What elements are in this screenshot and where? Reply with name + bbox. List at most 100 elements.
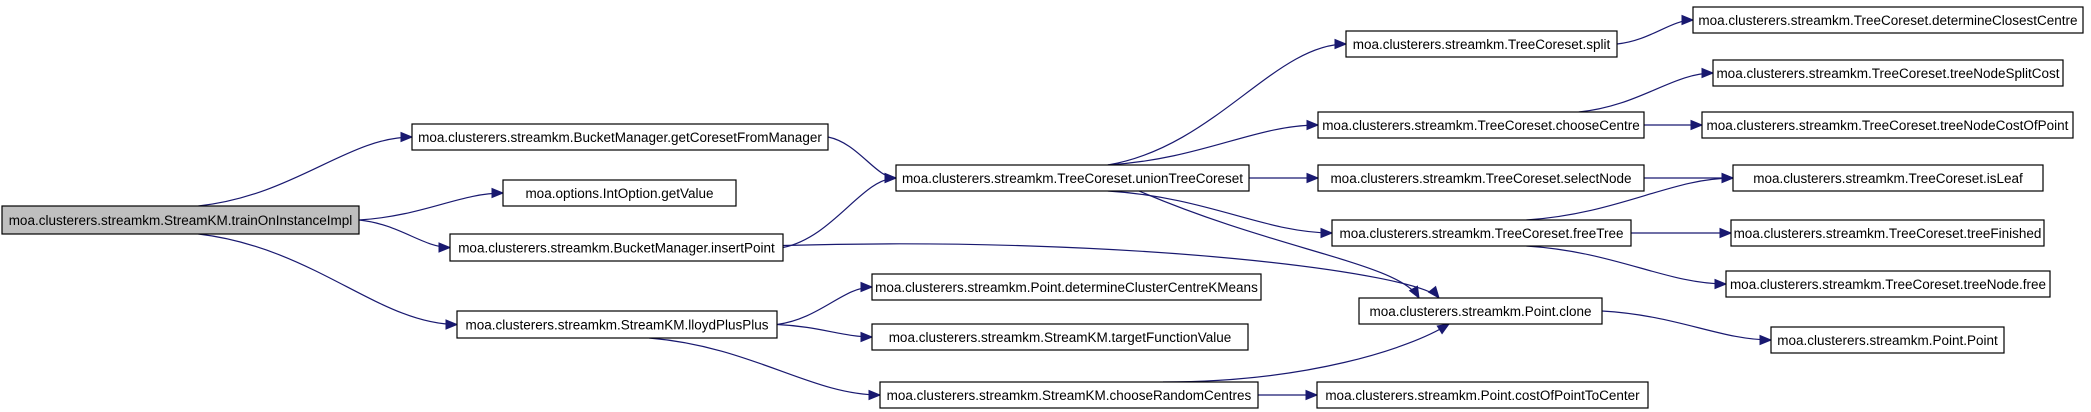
edge-n5-n9 [1107, 38, 1348, 166]
edge-n12-n18 [1526, 172, 1735, 221]
edge-line [1107, 190, 1333, 234]
node-select-node[interactable]: moa.clusterers.streamkm.TreeCoreset.sele… [1317, 164, 1645, 192]
edge-line [782, 243, 1440, 299]
arrowhead-icon [1334, 38, 1348, 50]
edge-n8-n13 [1162, 323, 1451, 383]
arrowhead-icon [1759, 334, 1773, 346]
edge-n13-n21 [1601, 310, 1773, 346]
edge-line [776, 323, 873, 338]
svg-text:moa.clusterers.streamkm.Bucket: moa.clusterers.streamkm.BucketManager.in… [458, 241, 775, 256]
node-insert-point[interactable]: moa.clusterers.streamkm.BucketManager.in… [449, 233, 784, 262]
arrowhead-icon [860, 331, 874, 343]
nodes-layer: moa.clusterers.streamkm.StreamKM.trainOn… [1, 6, 2084, 409]
node-choose-random-centres[interactable]: moa.clusterers.streamkm.StreamKM.chooseR… [879, 381, 1259, 409]
node-determine-cluster-centre-kmeans[interactable]: moa.clusterers.streamkm.Point.determineC… [871, 273, 1262, 301]
node-determine-closest-centre[interactable]: moa.clusterers.streamkm.TreeCoreset.dete… [1692, 6, 2084, 34]
edge-line [1601, 310, 1772, 341]
edge-line [827, 136, 897, 179]
node-target-function-value[interactable]: moa.clusterers.streamkm.StreamKM.targetF… [871, 323, 1249, 351]
svg-text:moa.clusterers.streamkm.TreeCo: moa.clusterers.streamkm.TreeCoreset.unio… [902, 171, 1243, 186]
node-point-clone[interactable]: moa.clusterers.streamkm.Point.clone [1358, 297, 1603, 325]
edge-n3-n13 [782, 243, 1440, 300]
edge-n10-n17 [1644, 119, 1704, 131]
svg-text:moa.clusterers.streamkm.Stream: moa.clusterers.streamkm.StreamKM.lloydPl… [465, 318, 768, 333]
edge-line [1107, 124, 1319, 166]
arrowhead-icon [438, 242, 452, 253]
svg-text:moa.clusterers.streamkm.Point.: moa.clusterers.streamkm.Point.determineC… [875, 280, 1258, 295]
arrowhead-icon [868, 389, 882, 401]
arrowhead-icon [1714, 278, 1728, 290]
edge-n5-n12 [1107, 190, 1334, 239]
edge-n4-n7 [776, 323, 874, 343]
edge-n0-n1 [198, 131, 414, 207]
arrowhead-icon [445, 319, 459, 330]
edge-n8-n14 [1257, 389, 1319, 401]
node-cost-of-point-to-center[interactable]: moa.clusterers.streamkm.Point.costOfPoin… [1316, 381, 1649, 409]
arrowhead-icon [1306, 172, 1320, 184]
edge-n12-n20 [1526, 245, 1728, 290]
svg-text:moa.clusterers.streamkm.Stream: moa.clusterers.streamkm.StreamKM.chooseR… [887, 388, 1252, 403]
arrowhead-icon [860, 281, 874, 293]
node-tree-node-free[interactable]: moa.clusterers.streamkm.TreeCoreset.tree… [1725, 270, 2051, 298]
arrowhead-icon [491, 187, 505, 199]
edge-line [1578, 72, 1714, 113]
arrowhead-icon [1436, 323, 1451, 335]
node-tree-node-cost-of-point[interactable]: moa.clusterers.streamkm.TreeCoreset.tree… [1701, 111, 2074, 139]
svg-text:moa.options.IntOption.getValue: moa.options.IntOption.getValue [525, 186, 713, 201]
node-point-constructor[interactable]: moa.clusterers.streamkm.Point.Point [1770, 326, 2005, 354]
arrowhead-icon [1408, 285, 1420, 300]
edge-n0-n3 [358, 219, 452, 253]
edge-n3-n5 [782, 172, 898, 249]
svg-text:moa.clusterers.streamkm.TreeCo: moa.clusterers.streamkm.TreeCoreset.tree… [1716, 66, 2059, 81]
svg-text:moa.clusterers.streamkm.TreeCo: moa.clusterers.streamkm.TreeCoreset.tree… [1734, 226, 2042, 241]
node-tree-node-split-cost[interactable]: moa.clusterers.streamkm.TreeCoreset.tree… [1712, 59, 2064, 87]
edge-n0-n4 [198, 233, 459, 330]
edge-n4-n6 [776, 281, 874, 326]
svg-text:moa.clusterers.streamkm.Stream: moa.clusterers.streamkm.StreamKM.trainOn… [9, 213, 353, 228]
svg-text:moa.clusterers.streamkm.TreeCo: moa.clusterers.streamkm.TreeCoreset.dete… [1698, 13, 2077, 28]
svg-text:moa.clusterers.streamkm.TreeCo: moa.clusterers.streamkm.TreeCoreset.free… [1339, 226, 1623, 241]
edge-line [358, 192, 504, 221]
arrowhead-icon [1719, 227, 1733, 239]
edge-n5-n13 [1138, 190, 1420, 300]
arrowhead-icon [1721, 172, 1735, 184]
edge-line [358, 219, 451, 249]
node-free-tree[interactable]: moa.clusterers.streamkm.TreeCoreset.free… [1331, 219, 1632, 247]
arrowhead-icon [1320, 227, 1334, 239]
svg-text:moa.clusterers.streamkm.Bucket: moa.clusterers.streamkm.BucketManager.ge… [418, 130, 822, 145]
node-get-coreset-from-manager[interactable]: moa.clusterers.streamkm.BucketManager.ge… [411, 123, 829, 151]
arrowhead-icon [1306, 119, 1320, 131]
arrowhead-icon [1427, 285, 1440, 300]
arrowhead-icon [1681, 14, 1695, 26]
svg-text:moa.clusterers.streamkm.Point.: moa.clusterers.streamkm.Point.Point [1777, 333, 1998, 348]
arrowhead-icon [884, 172, 898, 184]
edge-line [198, 233, 458, 326]
node-tree-coreset-split[interactable]: moa.clusterers.streamkm.TreeCoreset.spli… [1345, 30, 1618, 58]
node-int-option-get-value[interactable]: moa.options.IntOption.getValue [502, 179, 737, 207]
arrowhead-icon [1305, 389, 1319, 401]
arrowhead-icon [400, 131, 414, 143]
svg-text:moa.clusterers.streamkm.TreeCo: moa.clusterers.streamkm.TreeCoreset.tree… [1730, 277, 2046, 292]
svg-text:moa.clusterers.streamkm.Point.: moa.clusterers.streamkm.Point.clone [1369, 304, 1591, 319]
node-is-leaf[interactable]: moa.clusterers.streamkm.TreeCoreset.isLe… [1732, 164, 2044, 192]
edge-n12-n19 [1631, 227, 1733, 239]
svg-text:moa.clusterers.streamkm.TreeCo: moa.clusterers.streamkm.TreeCoreset.tree… [1707, 118, 2069, 133]
svg-text:moa.clusterers.streamkm.TreeCo: moa.clusterers.streamkm.TreeCoreset.spli… [1353, 37, 1611, 52]
edge-n0-n2 [358, 187, 505, 221]
edge-line [1107, 43, 1347, 166]
node-choose-centre[interactable]: moa.clusterers.streamkm.TreeCoreset.choo… [1317, 111, 1645, 139]
edge-line [198, 136, 413, 207]
edge-n9-n15 [1616, 14, 1695, 45]
node-union-tree-coreset[interactable]: moa.clusterers.streamkm.TreeCoreset.unio… [895, 164, 1250, 192]
edge-line [1526, 177, 1734, 221]
svg-text:moa.clusterers.streamkm.TreeCo: moa.clusterers.streamkm.TreeCoreset.choo… [1322, 118, 1640, 133]
node-lloyd-plus-plus[interactable]: moa.clusterers.streamkm.StreamKM.lloydPl… [456, 310, 778, 339]
node-train-on-instance-impl[interactable]: moa.clusterers.streamkm.StreamKM.trainOn… [1, 205, 360, 235]
arrowhead-icon [1690, 119, 1704, 131]
svg-text:moa.clusterers.streamkm.TreeCo: moa.clusterers.streamkm.TreeCoreset.sele… [1330, 171, 1631, 186]
node-tree-finished[interactable]: moa.clusterers.streamkm.TreeCoreset.tree… [1730, 219, 2045, 247]
edge-line [782, 177, 897, 249]
edge-n10-n16 [1578, 67, 1715, 113]
edge-line [1162, 323, 1450, 383]
